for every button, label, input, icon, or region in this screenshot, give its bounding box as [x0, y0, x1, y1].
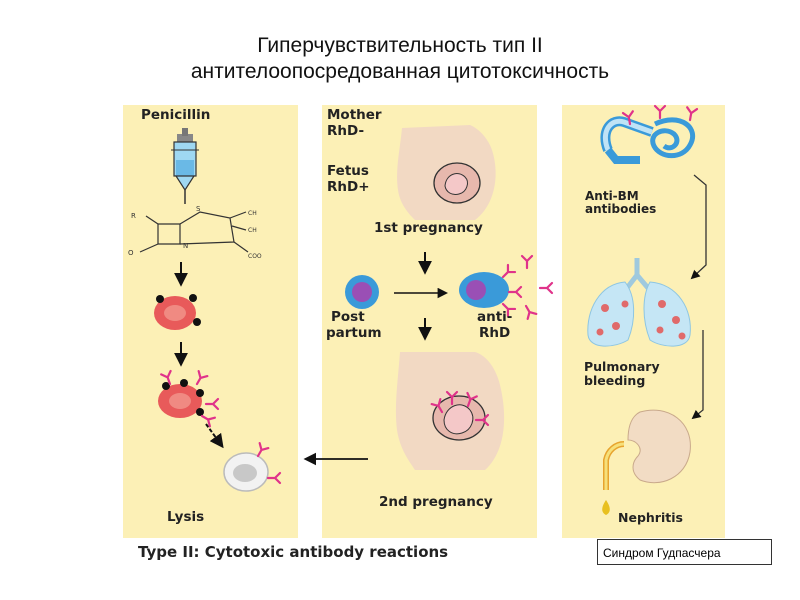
lysed-cell-icon [223, 442, 282, 492]
mother-rh-label: RhD- [327, 123, 365, 139]
red-blood-cell-icon [154, 294, 201, 330]
svg-text:CH: CH [248, 210, 257, 217]
pulmonary-label-line1: Pulmonary [584, 359, 660, 374]
partum-label: partum [326, 325, 382, 341]
penicillin-structure-icon: R O S N CH CH COO [128, 205, 262, 260]
glomerulus-icon [600, 104, 699, 164]
kidney-icon [602, 409, 691, 515]
fetus-rh-label: RhD+ [327, 179, 370, 195]
first-pregnancy-label: 1st pregnancy [374, 220, 483, 236]
b-cell-anti-rhd-icon [459, 254, 554, 320]
mother-label: Mother [327, 107, 382, 123]
rhd-label: RhD [479, 325, 511, 341]
antibody-coated-cell-icon [158, 369, 220, 428]
antibm-label-line2: antibodies [585, 202, 657, 216]
svg-text:O: O [128, 249, 134, 257]
slide-title-line1: Гиперчувствительность тип II [257, 34, 543, 57]
penicillin-panel [123, 105, 298, 538]
second-pregnancy-silhouette-icon [395, 352, 505, 470]
lysis-label: Lysis [167, 509, 205, 525]
svg-text:N: N [183, 242, 188, 250]
nephritis-label: Nephritis [618, 510, 683, 525]
svg-text:R: R [131, 212, 136, 220]
second-pregnancy-label: 2nd pregnancy [379, 494, 493, 510]
fetus-label: Fetus [327, 163, 369, 179]
fetal-cell-icon [345, 275, 379, 309]
pulmonary-label-line2: bleeding [584, 373, 646, 388]
syringe-icon [171, 128, 199, 204]
antibm-label-line1: Anti-BM [585, 189, 639, 203]
post-label: Post [331, 309, 365, 325]
slide-title-line2: антителоопосредованная цитотоксичность [190, 60, 610, 83]
mother-silhouette-icon [397, 125, 496, 220]
svg-text:S: S [196, 205, 201, 213]
svg-text:COO: COO [248, 253, 262, 260]
penicillin-label: Penicillin [141, 107, 211, 123]
svg-text:CH: CH [248, 227, 257, 234]
lungs-icon [587, 258, 691, 347]
syndrome-box: Синдром Гудпасчера [597, 539, 772, 565]
figure-caption: Type II: Cytotoxic antibody reactions [138, 543, 449, 561]
anti-label: anti- [477, 309, 513, 325]
